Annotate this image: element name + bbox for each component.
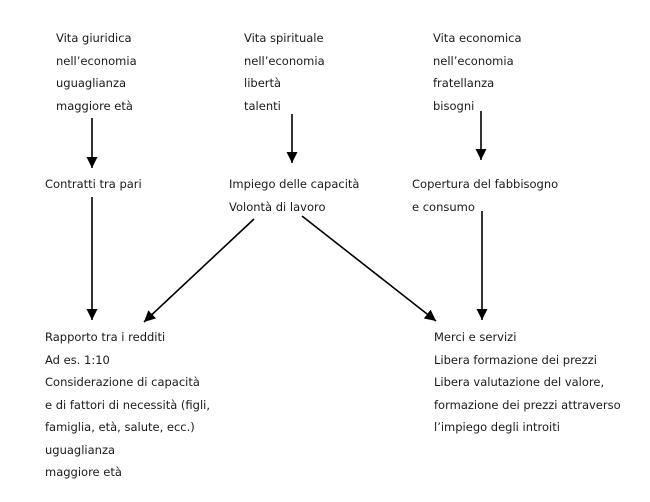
arrow-capacities-to-incomes: [143, 218, 255, 323]
arrow-capacities-to-goods: [301, 215, 437, 322]
goods-line-1: Merci e servizi: [434, 330, 517, 344]
spiritual-line-2: nell’economia: [244, 53, 325, 68]
spiritual-line-3: libertà: [244, 76, 282, 90]
incomes-line-3: Considerazione di capacità: [45, 375, 200, 389]
juridical-line-4: maggiore età: [56, 98, 133, 113]
contracts-box: Contratti tra pari: [45, 173, 142, 196]
incomes-line-6: uguaglianza: [45, 442, 116, 457]
needs-box: Copertura del fabbisogno e consumo: [412, 173, 558, 218]
economic-life-box: Vita economica nell’economia fratellanza…: [433, 27, 522, 117]
incomes-line-5: famiglia, età, salute, ecc.): [45, 420, 195, 434]
goods-line-5: l’impiego degli introiti: [434, 420, 560, 434]
goods-line-2: Libera formazione dei prezzi: [434, 352, 597, 367]
economic-line-4: bisogni: [433, 98, 475, 113]
economic-line-3: fratellanza: [433, 76, 495, 90]
juridical-line-3: uguaglianza: [56, 76, 127, 90]
needs-line-1: Copertura del fabbisogno: [412, 177, 559, 191]
goods-line-4: formazione dei prezzi attraverso: [434, 397, 621, 412]
incomes-box: Rapporto tra i redditi Ad es. 1:10 Consi…: [45, 326, 210, 484]
economic-line-1: Vita economica: [433, 31, 522, 45]
needs-line-2: e consumo: [412, 199, 475, 214]
capacities-line-2: Volontà di lavoro: [229, 199, 326, 214]
juridical-line-2: nell’economia: [56, 53, 137, 68]
incomes-line-1: Rapporto tra i redditi: [45, 330, 166, 344]
capacities-box: Impiego delle capacità Volontà di lavoro: [229, 173, 359, 218]
goods-services-box: Merci e servizi Libera formazione dei pr…: [434, 326, 621, 439]
spiritual-line-1: Vita spirituale: [244, 31, 324, 45]
spiritual-life-box: Vita spirituale nell’economia libertà ta…: [244, 27, 325, 117]
capacities-line-1: Impiego delle capacità: [229, 177, 360, 191]
economic-line-2: nell’economia: [433, 53, 514, 68]
juridical-life-box: Vita giuridica nell’economia uguaglianza…: [56, 27, 137, 117]
goods-line-3: Libera valutazione del valore,: [434, 375, 605, 389]
contracts-line-1: Contratti tra pari: [45, 177, 142, 191]
incomes-line-4: e di fattori di necessità (figli,: [45, 397, 210, 412]
incomes-line-7: maggiore età: [45, 465, 122, 479]
spiritual-line-4: talenti: [244, 98, 281, 113]
juridical-line-1: Vita giuridica: [56, 31, 132, 45]
incomes-line-2: Ad es. 1:10: [45, 352, 110, 367]
